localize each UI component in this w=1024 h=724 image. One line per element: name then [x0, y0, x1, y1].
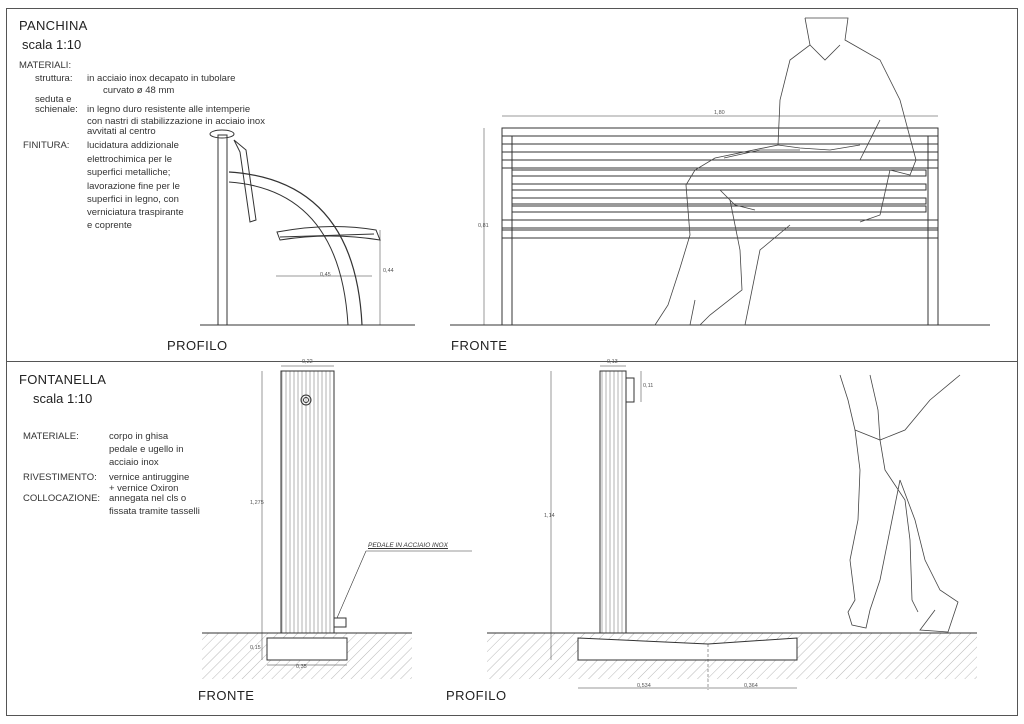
seat-text-2: con nastri di stabilizzazione in acciaio…: [87, 116, 265, 127]
materials-label: MATERIALI:: [19, 60, 72, 71]
finish-line: verniciatura traspirante: [87, 207, 184, 218]
pedal: [333, 617, 347, 628]
fountain-column-side: [599, 370, 627, 634]
backrest-slats: [233, 139, 257, 223]
back-leg: [217, 134, 228, 326]
curved-tube-inner: [228, 181, 349, 326]
seat-label-2: schienale:: [35, 104, 78, 115]
seat-slats: [276, 225, 381, 241]
dim-width-side: 0,13: [607, 359, 618, 365]
finish-line: lucidatura addizionale: [87, 140, 179, 151]
dim-base-width: 0,35: [296, 664, 307, 670]
foundation-slab: [577, 637, 798, 661]
bench-profile-label: PROFILO: [167, 338, 228, 353]
bench-front-label: FRONTE: [451, 338, 508, 353]
placement-line: fissata tramite tasselli: [109, 506, 200, 517]
nozzle: [300, 394, 312, 406]
dim-top-offset: 0,11: [643, 383, 654, 389]
walking-person-outline: [839, 374, 961, 633]
seat-text-1: in legno duro resistente alle intemperie: [87, 104, 251, 115]
structure-label: struttura:: [35, 73, 73, 84]
fountain-profile-drawing: [487, 365, 977, 690]
fountain-front-label: FRONTE: [198, 688, 255, 703]
dim-length-value: 1,80: [714, 110, 725, 116]
fountain-title: FONTANELLA: [19, 372, 107, 387]
finish-line: superfici in legno, con: [87, 194, 179, 205]
front-leg-right: [927, 135, 939, 326]
dim-width-front: 0,22: [302, 359, 313, 365]
dim-base-left: 0,534: [637, 683, 651, 689]
finish-line: e coprente: [87, 220, 132, 231]
front-leg-left: [501, 135, 513, 326]
coating-line: + vernice Oxiron: [109, 483, 179, 494]
dim-height-side: 1,14: [544, 513, 555, 519]
structure-text-1: in acciaio inox decapato in tubolare: [87, 73, 236, 84]
material-label: MATERIALE:: [23, 431, 79, 442]
nozzle-side: [625, 377, 635, 403]
placement-label: COLLOCAZIONE:: [23, 493, 101, 504]
coating-line: vernice antiruggine: [109, 472, 190, 483]
finish-line: elettrochimica per le: [87, 154, 173, 165]
leg-cap: [209, 129, 235, 139]
fountain-front-drawing: [202, 365, 472, 679]
finish-line: lavorazione fine per le: [87, 181, 180, 192]
section-divider: [6, 361, 1018, 362]
foundation-block: [266, 637, 348, 661]
finish-line: superfici metalliche;: [87, 167, 171, 178]
finish-label: FINITURA:: [23, 140, 70, 151]
structure-text-2: curvato ø 48 mm: [103, 85, 175, 96]
pedal-callout: PEDALE IN ACCIAIO INOX: [368, 542, 448, 549]
seated-person-outline: [654, 17, 917, 326]
seat-text-3: avvitati al centro: [87, 126, 156, 137]
dim-base-height: 0,15: [250, 645, 261, 651]
dim-seat-depth-value: 0,45: [320, 272, 331, 278]
bench-profile-drawing: [200, 129, 415, 326]
fountain-profile-label: PROFILO: [446, 688, 507, 703]
bench-scale: scala 1:10: [22, 37, 82, 52]
fountain-column: [280, 370, 335, 634]
curved-tube: [228, 171, 363, 326]
seat-label-1: seduta e: [35, 94, 72, 105]
material-line: corpo in ghisa: [109, 431, 169, 442]
bench-front-drawing: [450, 115, 990, 326]
bench-title: PANCHINA: [19, 18, 88, 33]
sheet-frame: [6, 8, 1018, 716]
fountain-scale: scala 1:10: [33, 391, 93, 406]
dim-base-right: 0,364: [744, 683, 758, 689]
callout-leader: [336, 550, 367, 619]
dim-height-value: 0,81: [478, 223, 489, 229]
dim-seat-height-value: 0,44: [383, 268, 394, 274]
coating-label: RIVESTIMENTO:: [23, 472, 97, 483]
placement-line: annegata nel cls o: [109, 493, 187, 504]
material-line: acciaio inox: [109, 457, 159, 468]
material-line: pedale e ugello in: [109, 444, 184, 455]
dim-height-front: 1,275: [250, 500, 264, 506]
